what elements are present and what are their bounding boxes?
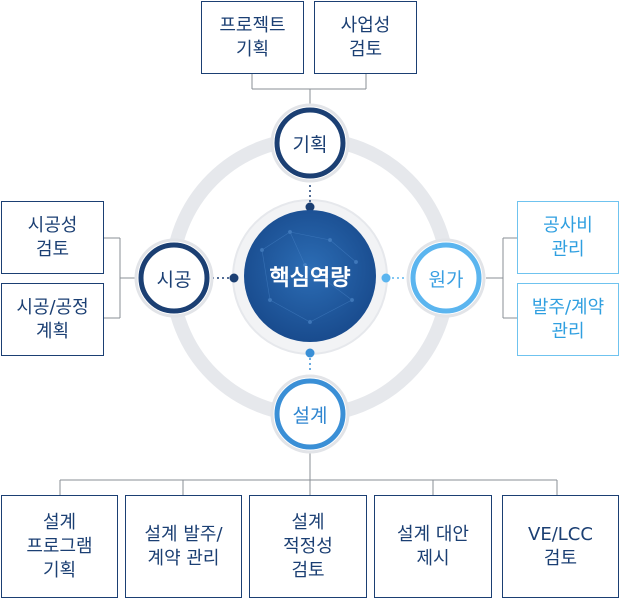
- right-connectors: [486, 237, 517, 319]
- node-top-circle: [270, 103, 350, 183]
- center-network-pattern: [259, 229, 359, 325]
- dot-top: [305, 202, 315, 212]
- left-connectors: [104, 237, 135, 319]
- node-bottom-label: 설계: [292, 404, 328, 427]
- box-construction-schedule: 시공/공정 계획: [1, 283, 104, 356]
- box-cost-management: 공사비 관리: [517, 201, 619, 274]
- box-order-contract-management: 발주/계약 관리: [517, 283, 619, 356]
- box-constructability-review-text: 시공성 검토: [27, 214, 78, 260]
- node-right-circle: [406, 238, 486, 318]
- node-left-circle: [134, 238, 214, 318]
- box-feasibility-review-text: 사업성 검토: [340, 14, 391, 60]
- center-label: 핵심역량: [269, 266, 351, 291]
- dot-left: [229, 273, 239, 283]
- dot-right: [381, 273, 391, 283]
- box-order-contract-management-text: 발주/계약 관리: [531, 296, 605, 342]
- node-left-label: 시공: [156, 268, 192, 291]
- box-project-planning: 프로젝트 기획: [201, 1, 304, 74]
- node-top-label: 기획: [292, 133, 328, 156]
- node-bottom-circle: [270, 374, 350, 454]
- node-right-label: 원가: [428, 268, 464, 291]
- box-design-program-planning: 설계 프로그램 기획: [1, 495, 118, 598]
- top-connectors: [251, 74, 367, 110]
- box-design-alternative: 설계 대안 제시: [374, 495, 492, 598]
- box-design-adequacy-review-text: 설계 적정성 검토: [283, 511, 333, 581]
- box-ve-lcc-review-text: VE/LCC 검토: [528, 523, 593, 569]
- center-circle: [244, 210, 376, 342]
- box-design-adequacy-review: 설계 적정성 검토: [249, 495, 367, 598]
- box-feasibility-review: 사업성 검토: [314, 1, 417, 74]
- box-design-order-contract-text: 설계 발주/ 계약 관리: [144, 523, 223, 569]
- box-design-program-planning-text: 설계 프로그램 기획: [26, 511, 93, 581]
- box-ve-lcc-review: VE/LCC 검토: [502, 495, 619, 598]
- dotted-connectors: [212, 180, 408, 373]
- box-design-alternative-text: 설계 대안 제시: [397, 523, 469, 569]
- box-construction-schedule-text: 시공/공정 계획: [16, 296, 89, 342]
- dot-bottom: [305, 348, 315, 358]
- box-constructability-review: 시공성 검토: [1, 201, 104, 274]
- box-project-planning-text: 프로젝트 기획: [219, 14, 286, 60]
- box-design-order-contract: 설계 발주/ 계약 관리: [125, 495, 242, 598]
- box-cost-management-text: 공사비 관리: [543, 214, 593, 260]
